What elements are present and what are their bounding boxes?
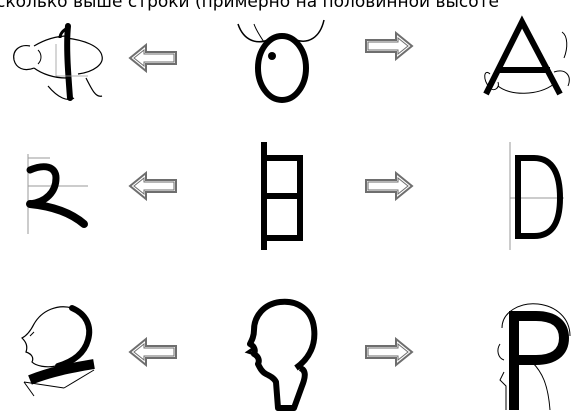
bull-head-rotated-glyph [8, 16, 108, 108]
ladder-glyph [250, 140, 314, 252]
letter-d-glyph [504, 140, 566, 252]
arrow-left-icon [128, 171, 180, 201]
bull-head-glyph [232, 8, 330, 104]
head-profile-glyph [244, 296, 324, 412]
head-profile-rotated-glyph [12, 296, 104, 396]
arrow-right-icon [362, 337, 414, 367]
letter-a-glyph [476, 14, 574, 110]
letter-p-glyph [492, 300, 574, 412]
arrow-left-icon [128, 337, 180, 367]
arrow-left-icon [128, 43, 180, 73]
arabic-dal-glyph [20, 138, 90, 234]
arrow-right-icon [362, 171, 414, 201]
arrow-right-icon [362, 31, 414, 61]
